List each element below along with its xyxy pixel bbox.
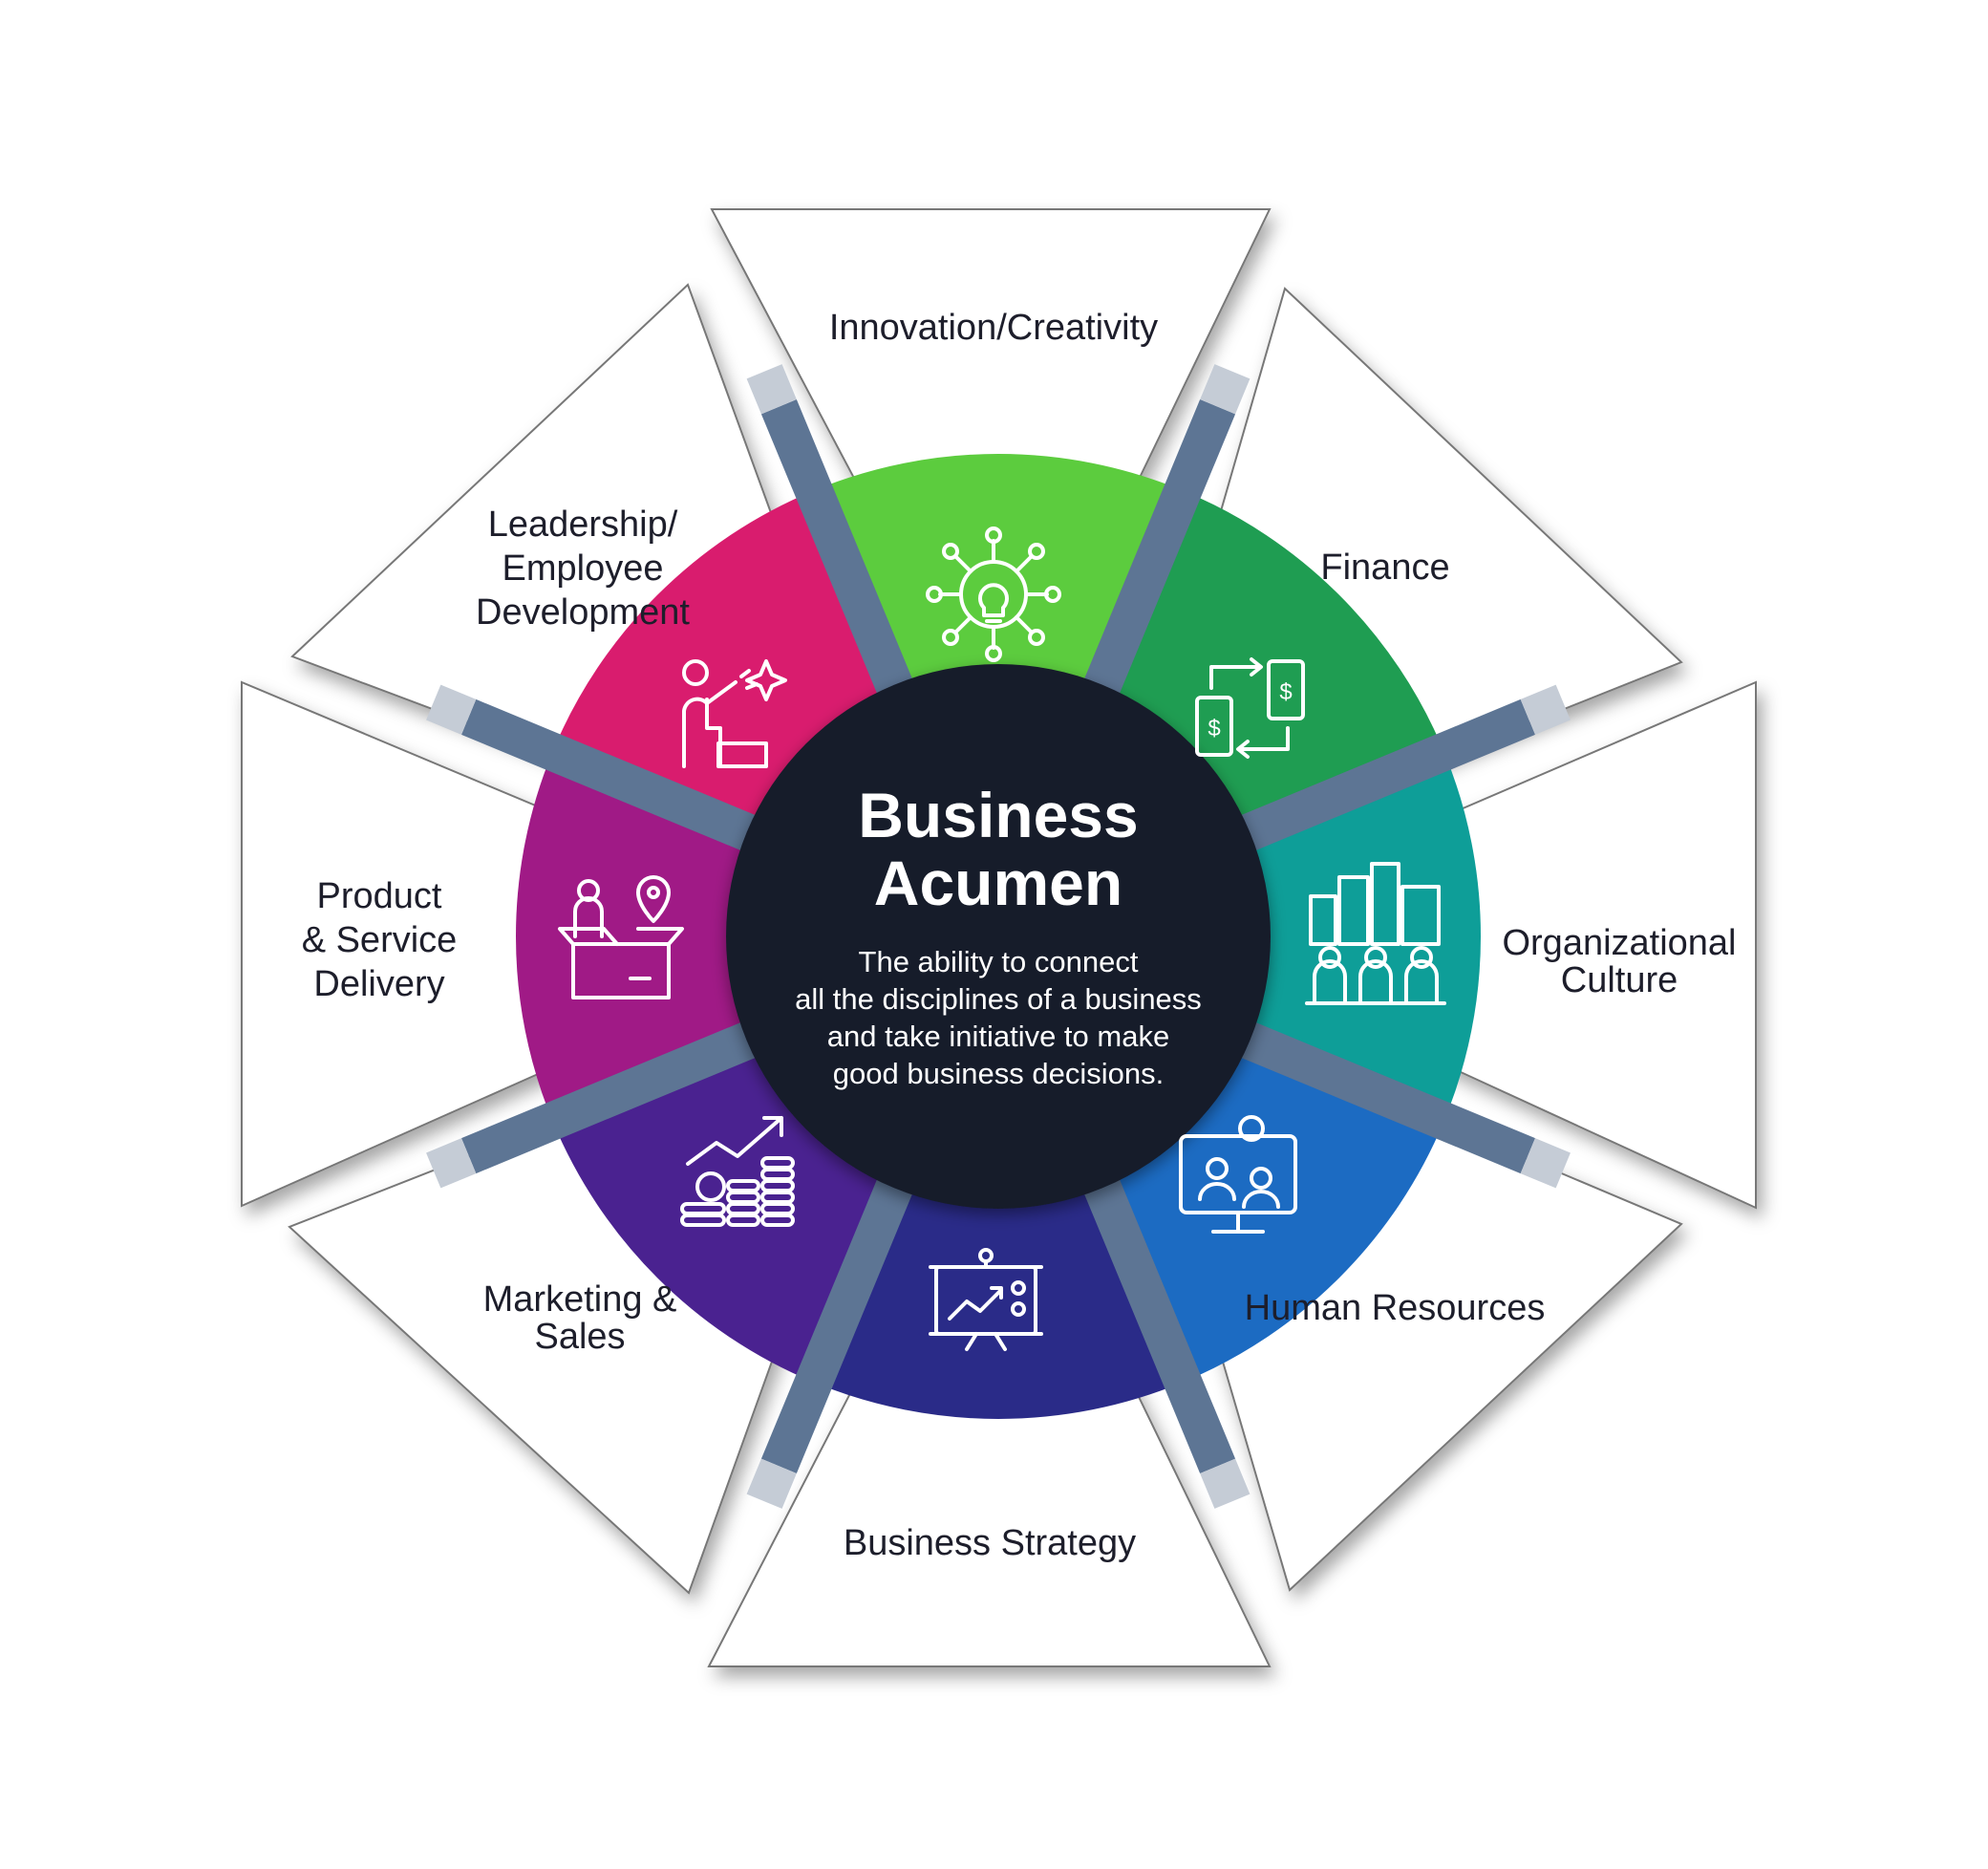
label-leadership-line-3: Development (476, 592, 690, 633)
spoke-bar (1200, 364, 1251, 415)
label-marketing-line-1: Marketing & (483, 1279, 677, 1320)
svg-text:$: $ (1208, 716, 1220, 741)
spoke-0 (1082, 364, 1251, 697)
spoke-bar (1520, 1138, 1571, 1189)
segment-labels: Innovation/Creativity Finance Organizati… (302, 308, 1737, 1563)
spoke-bar (1082, 399, 1236, 697)
spoke-bar (426, 684, 477, 735)
video-conference-icon (1179, 1115, 1297, 1234)
spoke-bar (426, 1138, 477, 1189)
spoke-bar (1520, 684, 1571, 735)
leader-target-icon (682, 659, 787, 768)
center-description-line-3: and take initiative to make (827, 1020, 1169, 1053)
spoke-3 (1082, 1176, 1251, 1509)
svg-text:$: $ (1279, 679, 1292, 705)
spoke-1 (1238, 684, 1571, 852)
center-description-line-1: The ability to connect (859, 945, 1139, 978)
spoke-4 (746, 1176, 914, 1509)
label-marketing-line-2: Sales (534, 1317, 625, 1357)
spoke-bar (1082, 1176, 1236, 1473)
lightbulb-network-icon (926, 526, 1061, 662)
coins-growth-icon (680, 1116, 795, 1227)
presentation-board-icon (929, 1248, 1043, 1351)
segment-icons: $ $ (558, 526, 1446, 1351)
spoke-bar (1238, 698, 1535, 852)
label-product-line-2: & Service (302, 920, 458, 960)
delivery-box-icon (558, 875, 684, 999)
center-title-line-2: Acumen (874, 848, 1122, 918)
label-innovation: Innovation/Creativity (829, 308, 1158, 348)
spoke-6 (426, 684, 759, 852)
spoke-2 (1238, 1020, 1571, 1189)
spoke-bar (461, 1020, 759, 1174)
center-title-line-1: Business (858, 780, 1138, 850)
label-leadership-line-1: Leadership/ (488, 505, 678, 545)
spoke-bar (760, 1176, 914, 1473)
city-people-icon (1305, 862, 1446, 1005)
spoke-bar (760, 399, 914, 697)
spoke-7 (746, 364, 914, 697)
center-hub: Business Acumen The ability to connect a… (726, 664, 1271, 1209)
label-product-line-1: Product (317, 876, 442, 916)
center-description-line-4: good business decisions. (833, 1057, 1164, 1090)
spoke-bar (746, 364, 797, 415)
spoke-bar (461, 698, 759, 852)
spoke-5 (426, 1020, 759, 1189)
spokes (426, 364, 1571, 1509)
center-circle (726, 664, 1271, 1209)
label-leadership-line-2: Employee (502, 548, 664, 589)
label-product-line-3: Delivery (313, 964, 444, 1004)
label-culture-line-1: Organizational (1502, 923, 1736, 963)
label-culture-line-2: Culture (1561, 960, 1678, 1000)
label-hr: Human Resources (1245, 1288, 1546, 1328)
spoke-bar (1238, 1020, 1535, 1174)
money-exchange-icon: $ $ (1195, 657, 1305, 759)
spoke-bar (1200, 1458, 1251, 1509)
spoke-bar (746, 1458, 797, 1509)
label-strategy: Business Strategy (844, 1523, 1136, 1563)
label-finance: Finance (1320, 548, 1449, 588)
center-description-line-2: all the disciplines of a business (795, 982, 1202, 1016)
